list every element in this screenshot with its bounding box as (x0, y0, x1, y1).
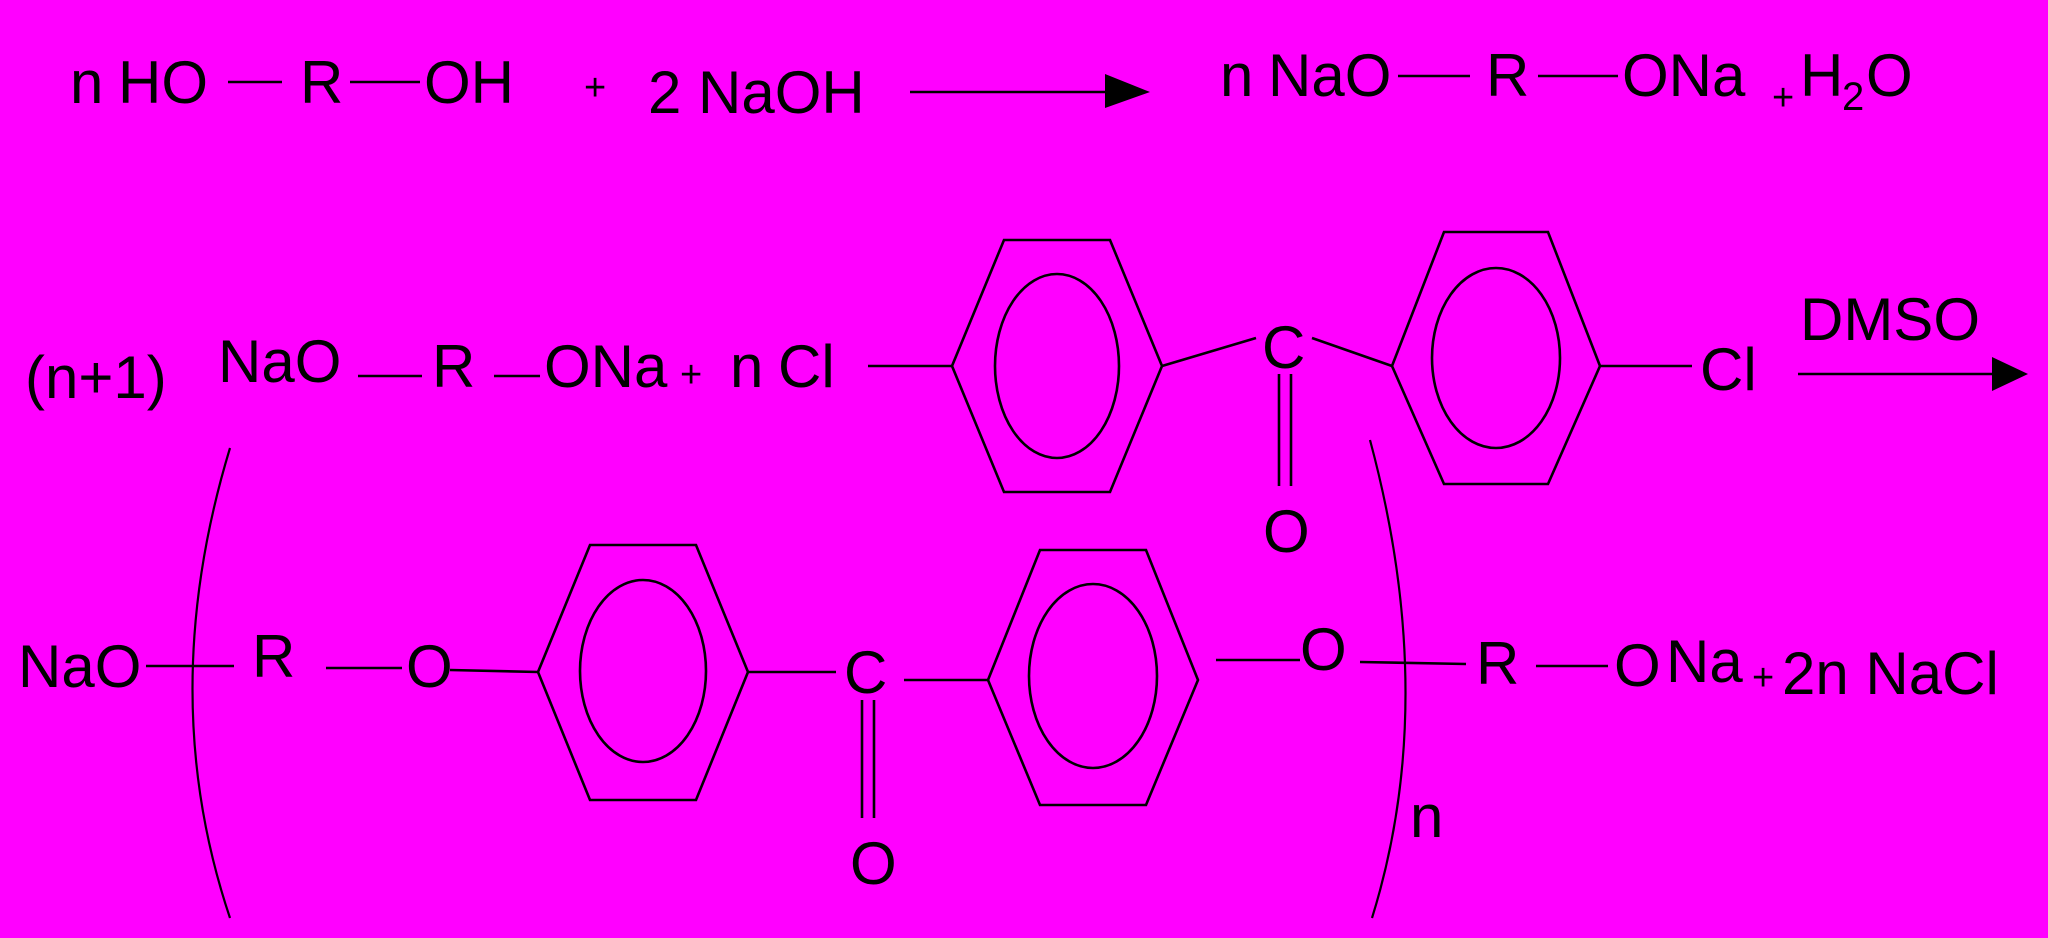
polymer-product: NaO R O C O O n R O Na + 2n NaC (18, 439, 1999, 919)
product-coefficient: n (1220, 42, 1253, 109)
plus-sign: + (584, 67, 606, 109)
salt-nao: NaO (218, 328, 341, 395)
carbonyl-double-bond-icon (1277, 374, 1293, 486)
dihalide-coefficient: n (730, 333, 763, 400)
plus-sign: + (1752, 657, 1774, 699)
reaction-1: n HO R OH + 2 NaOH n NaO R ONa + H 2 O (70, 42, 1913, 126)
diol-r-group: R (300, 49, 343, 116)
chlorine-right: Cl (1700, 336, 1757, 403)
diol-hydroxyl-left: HO (118, 49, 208, 116)
salt-coefficient: (n+1) (25, 344, 167, 411)
ether-oxygen-left: O (406, 633, 453, 700)
r-group-left: R (252, 623, 295, 690)
benzene-ring-icon (1390, 230, 1602, 486)
carbonyl-double-bond-icon (860, 700, 876, 818)
carbonyl-carbon: C (1262, 314, 1305, 381)
plus-sign: + (680, 354, 702, 396)
diol-coefficient: n (70, 49, 103, 116)
benzene-ring-icon (986, 548, 1200, 807)
water-subscript: 2 (1842, 75, 1864, 119)
chlorine-left: Cl (778, 333, 835, 400)
carbonyl-oxygen: O (850, 830, 897, 897)
bond (1161, 336, 1257, 368)
repeat-unit-bracket-left-icon (191, 447, 232, 919)
product-r-group: R (1486, 42, 1529, 109)
plus-sign: + (1772, 77, 1794, 119)
solvent-label: DMSO (1800, 286, 1980, 353)
sodium-hydroxide: 2 NaOH (648, 59, 865, 126)
salt-r-group: R (432, 333, 475, 400)
ether-oxygen-right: O (1300, 616, 1347, 683)
product-ona: ONa (1622, 42, 1746, 109)
repeat-count: n (1410, 783, 1443, 850)
end-group-sodium: Na (1666, 628, 1743, 695)
diol-hydroxyl-right: OH (424, 49, 514, 116)
salt-ona: ONa (544, 333, 668, 400)
reaction-arrow-icon (910, 74, 1150, 108)
r-group-right: R (1476, 630, 1519, 697)
bond (449, 668, 539, 674)
reaction-arrow-icon (1798, 357, 2028, 391)
bond (1359, 660, 1467, 666)
end-group-oxygen: O (1614, 632, 1661, 699)
water-hydrogen: H (1800, 42, 1843, 109)
carbonyl-oxygen: O (1263, 498, 1310, 565)
repeat-unit-bracket-right-icon (1368, 439, 1407, 919)
bond (1311, 336, 1393, 368)
byproduct-sodium-chloride: 2n NaCl (1782, 640, 1999, 707)
water-oxygen: O (1866, 42, 1913, 109)
carbonyl-carbon: C (844, 639, 887, 706)
reaction-2: (n+1) NaO R ONa + n Cl C O Cl DMSO (25, 230, 2028, 565)
product-nao: NaO (1268, 42, 1391, 109)
benzene-ring-icon (536, 543, 750, 802)
benzene-ring-icon (950, 238, 1164, 494)
end-group-nao: NaO (18, 633, 141, 700)
